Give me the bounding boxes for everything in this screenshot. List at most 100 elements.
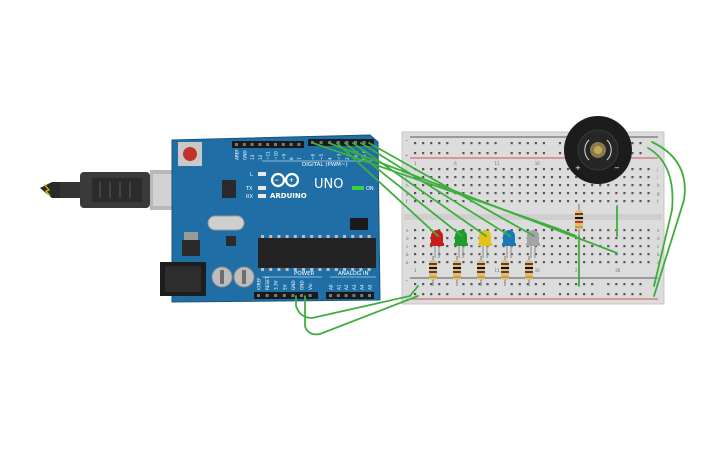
terminal-hole	[526, 192, 529, 195]
terminal-hole	[575, 192, 578, 195]
resistor-band	[477, 271, 485, 273]
rail-hole	[510, 293, 513, 296]
terminal-hole	[631, 245, 634, 248]
rail-hole	[414, 283, 417, 286]
terminal-hole	[422, 261, 425, 264]
on-led	[352, 186, 364, 190]
terminal-hole	[575, 253, 578, 256]
terminal-hole	[591, 253, 594, 256]
terminal-hole	[550, 245, 554, 248]
header-pin	[297, 143, 301, 146]
rail-hole	[414, 152, 417, 155]
terminal-hole	[430, 192, 433, 195]
rail-hole	[446, 293, 449, 296]
chip-pin	[318, 235, 322, 238]
terminal-hole	[510, 184, 513, 187]
wire	[647, 147, 674, 287]
chip-pin	[285, 235, 289, 238]
chip-pin	[359, 235, 363, 238]
rail-hole	[494, 142, 497, 145]
header-pin	[235, 143, 238, 146]
rail-hole	[414, 293, 417, 296]
resistor	[477, 256, 485, 286]
terminal-hole	[534, 261, 537, 264]
rail-hole	[607, 293, 610, 296]
analog-label: ANALOG IN	[338, 271, 369, 277]
board-model: UNO	[314, 177, 343, 192]
resistor-band	[429, 267, 437, 269]
terminal-hole	[518, 176, 521, 179]
pin-label: A0	[329, 284, 334, 290]
rail-hole	[607, 283, 610, 286]
terminal-hole	[486, 192, 489, 195]
terminal-hole	[647, 245, 650, 248]
rail-hole	[566, 283, 570, 286]
terminal-hole	[462, 176, 465, 179]
chip-pin	[318, 268, 322, 271]
pin-label: GND	[291, 280, 296, 290]
terminal-hole	[558, 176, 562, 179]
terminal-hole	[526, 184, 529, 187]
terminal-hole	[566, 168, 570, 171]
terminal-hole	[558, 237, 562, 240]
terminal-hole	[647, 237, 650, 240]
rail-hole	[462, 283, 465, 286]
terminal-hole	[446, 229, 449, 232]
buzzer-plus: +	[575, 164, 581, 172]
terminal-hole	[583, 192, 586, 195]
chip-pin	[367, 268, 371, 271]
resistor-band	[501, 267, 509, 269]
wire	[312, 142, 557, 229]
terminal-hole	[623, 176, 626, 179]
led-rim	[526, 243, 540, 246]
terminal-hole	[583, 245, 586, 248]
rail-hole	[494, 152, 497, 155]
arduino-logo: − +	[270, 172, 300, 188]
row-letter: h	[406, 183, 409, 188]
resistor	[501, 256, 509, 286]
pin-label: TX 1	[354, 150, 359, 161]
resistor	[453, 256, 461, 286]
resistor-band	[429, 276, 437, 278]
terminal-hole	[615, 200, 618, 203]
terminal-hole	[446, 200, 449, 203]
wires	[295, 141, 686, 336]
terminal-hole	[518, 168, 521, 171]
terminal-hole	[534, 200, 537, 203]
chip-pin	[351, 235, 355, 238]
resistor	[525, 256, 533, 286]
rail-hole	[631, 293, 634, 296]
terminal-hole	[615, 192, 618, 195]
header-top-right	[308, 139, 374, 146]
terminal-hole	[607, 200, 610, 203]
header-pin	[360, 294, 364, 297]
terminal-hole	[486, 184, 489, 187]
chip-pin	[310, 235, 314, 238]
terminal-hole	[599, 229, 602, 232]
pin-label: ~9	[281, 153, 286, 160]
resistor-band	[477, 263, 485, 265]
terminal-hole	[534, 229, 537, 232]
terminal-hole	[607, 245, 610, 248]
terminal-hole	[550, 261, 554, 264]
rail-hole	[486, 142, 489, 145]
terminal-hole	[599, 192, 602, 195]
column-number: 1	[414, 268, 417, 273]
rail-hole	[430, 293, 433, 296]
column-number: 1	[414, 161, 417, 166]
rail-hole	[486, 152, 489, 155]
row-letter: a	[657, 260, 660, 265]
wire	[328, 142, 618, 254]
led-rx-label: RX	[246, 194, 253, 200]
terminal-hole	[583, 184, 586, 187]
rail-hole	[623, 283, 626, 286]
power-label: POWER	[294, 271, 315, 277]
regulator	[182, 240, 200, 256]
resistor-band	[429, 263, 437, 265]
terminal-hole	[470, 176, 473, 179]
wire	[344, 142, 463, 237]
led-l	[258, 172, 266, 176]
chip-pin	[269, 268, 273, 271]
header-power	[254, 292, 318, 299]
svg-text:−: −	[274, 177, 279, 184]
